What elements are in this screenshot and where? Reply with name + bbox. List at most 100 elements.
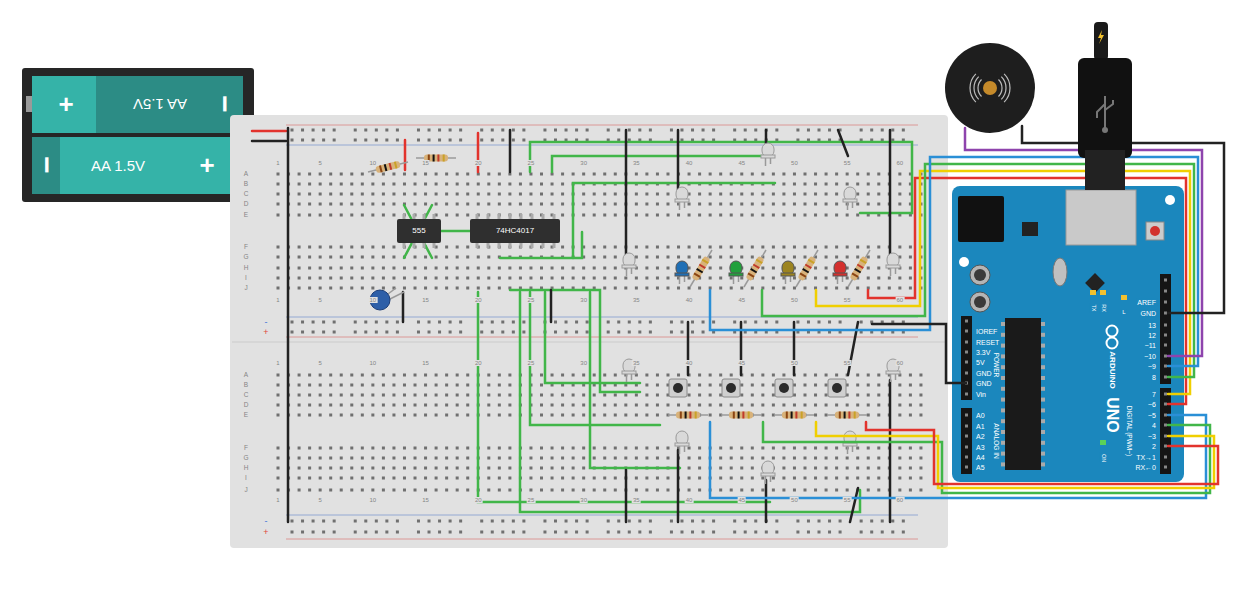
- jumper-wire: [287, 128, 290, 522]
- breadboard-hole: [835, 256, 838, 259]
- breadboard-hole: [870, 531, 873, 534]
- breadboard-hole: [498, 267, 501, 270]
- header-hole: [965, 361, 968, 364]
- jumper-wire: [552, 156, 768, 172]
- resistor-band: [860, 259, 867, 264]
- column-number: 50: [790, 297, 799, 303]
- breadboard-hole: [561, 173, 564, 176]
- breadboard-hole: [322, 129, 325, 132]
- breadboard-hole: [529, 277, 532, 280]
- column-number: 15: [421, 160, 430, 166]
- resistor-band: [685, 412, 687, 419]
- breadboard-hole: [445, 267, 448, 270]
- resistor-band: [733, 412, 735, 419]
- breadboard-hole: [329, 447, 332, 450]
- breadboard-hole: [877, 477, 880, 480]
- resistor-body-group: [745, 256, 764, 282]
- breadboard-hole: [561, 477, 564, 480]
- breadboard-hole: [417, 531, 420, 534]
- breadboard-hole: [298, 183, 301, 186]
- breadboard-hole: [761, 246, 764, 249]
- breadboard-hole: [761, 193, 764, 196]
- breadboard-hole: [909, 394, 912, 397]
- breadboard-hole: [919, 489, 922, 492]
- column-number: 20: [474, 297, 483, 303]
- breadboard-hole: [877, 183, 880, 186]
- breadboard-hole: [498, 457, 501, 460]
- breadboard-hole: [867, 404, 870, 407]
- chip-pin: [1001, 398, 1005, 402]
- crystal: [1053, 258, 1067, 286]
- breadboard-hole: [814, 457, 817, 460]
- breadboard-hole: [445, 287, 448, 290]
- breadboard-hole: [572, 394, 575, 397]
- breadboard-hole: [277, 447, 280, 450]
- resistor-band: [394, 161, 398, 168]
- breadboard-hole: [512, 331, 515, 334]
- breadboard-hole: [719, 214, 722, 217]
- breadboard-hole: [593, 447, 596, 450]
- breadboard-hole: [782, 193, 785, 196]
- breadboard-hole: [688, 246, 691, 249]
- breadboard-hole: [308, 404, 311, 407]
- breadboard-hole: [329, 457, 332, 460]
- breadboard-hole: [744, 129, 747, 132]
- breadboard-hole: [392, 203, 395, 206]
- breadboard-hole: [761, 457, 764, 460]
- breadboard-hole: [603, 173, 606, 176]
- breadboard-hole: [298, 414, 301, 417]
- breadboard-hole: [371, 404, 374, 407]
- breadboard-hole: [403, 404, 406, 407]
- breadboard-hole: [635, 477, 638, 480]
- breadboard-hole: [512, 321, 515, 324]
- breadboard-hole: [782, 203, 785, 206]
- breadboard-hole: [385, 331, 388, 334]
- breadboard-hole: [456, 404, 459, 407]
- breadboard-hole: [519, 267, 522, 270]
- breadboard-hole: [867, 203, 870, 206]
- breadboard-hole: [449, 531, 452, 534]
- breadboard-hole: [709, 374, 712, 377]
- breadboard-hole: [877, 404, 880, 407]
- column-number: 45: [737, 360, 746, 366]
- breadboard-hole: [635, 404, 638, 407]
- battery-cell-end: [32, 76, 96, 133]
- breadboard-hole: [445, 374, 448, 377]
- jumper-wire: [477, 133, 480, 172]
- breadboard-hole: [396, 321, 399, 324]
- breadboard-hole: [744, 321, 747, 324]
- breadboard-hole: [761, 374, 764, 377]
- breadboard-hole: [424, 183, 427, 186]
- breadboard-hole: [392, 467, 395, 470]
- breadboard-hole: [361, 287, 364, 290]
- breadboard-hole: [761, 414, 764, 417]
- breadboard-hole: [371, 193, 374, 196]
- breadboard-hole: [877, 287, 880, 290]
- breadboard-hole: [414, 183, 417, 186]
- breadboard-hole: [867, 489, 870, 492]
- breadboard-hole: [835, 173, 838, 176]
- breadboard-hole: [491, 520, 494, 523]
- breadboard-hole: [751, 467, 754, 470]
- resistor-symbol: [744, 250, 766, 287]
- breadboard-hole: [898, 457, 901, 460]
- breadboard-hole: [603, 203, 606, 206]
- breadboard-hole: [375, 520, 378, 523]
- breadboard-hole: [449, 520, 452, 523]
- breadboard-hole: [354, 129, 357, 132]
- breadboard-hole: [846, 467, 849, 470]
- row-letter: F: [243, 445, 249, 452]
- breadboard-hole: [333, 531, 336, 534]
- breadboard-hole: [392, 277, 395, 280]
- breadboard-hole: [593, 256, 596, 259]
- breadboard-hole: [329, 287, 332, 290]
- jumper-wire: [889, 380, 892, 522]
- breadboard-hole: [860, 321, 863, 324]
- usb-cable: [1094, 22, 1108, 60]
- led-body: [844, 187, 856, 201]
- breadboard-hole: [677, 256, 680, 259]
- breadboard-hole: [867, 267, 870, 270]
- breadboard-hole: [371, 267, 374, 270]
- pin-label: GND: [975, 370, 993, 377]
- breadboard-hole: [846, 404, 849, 407]
